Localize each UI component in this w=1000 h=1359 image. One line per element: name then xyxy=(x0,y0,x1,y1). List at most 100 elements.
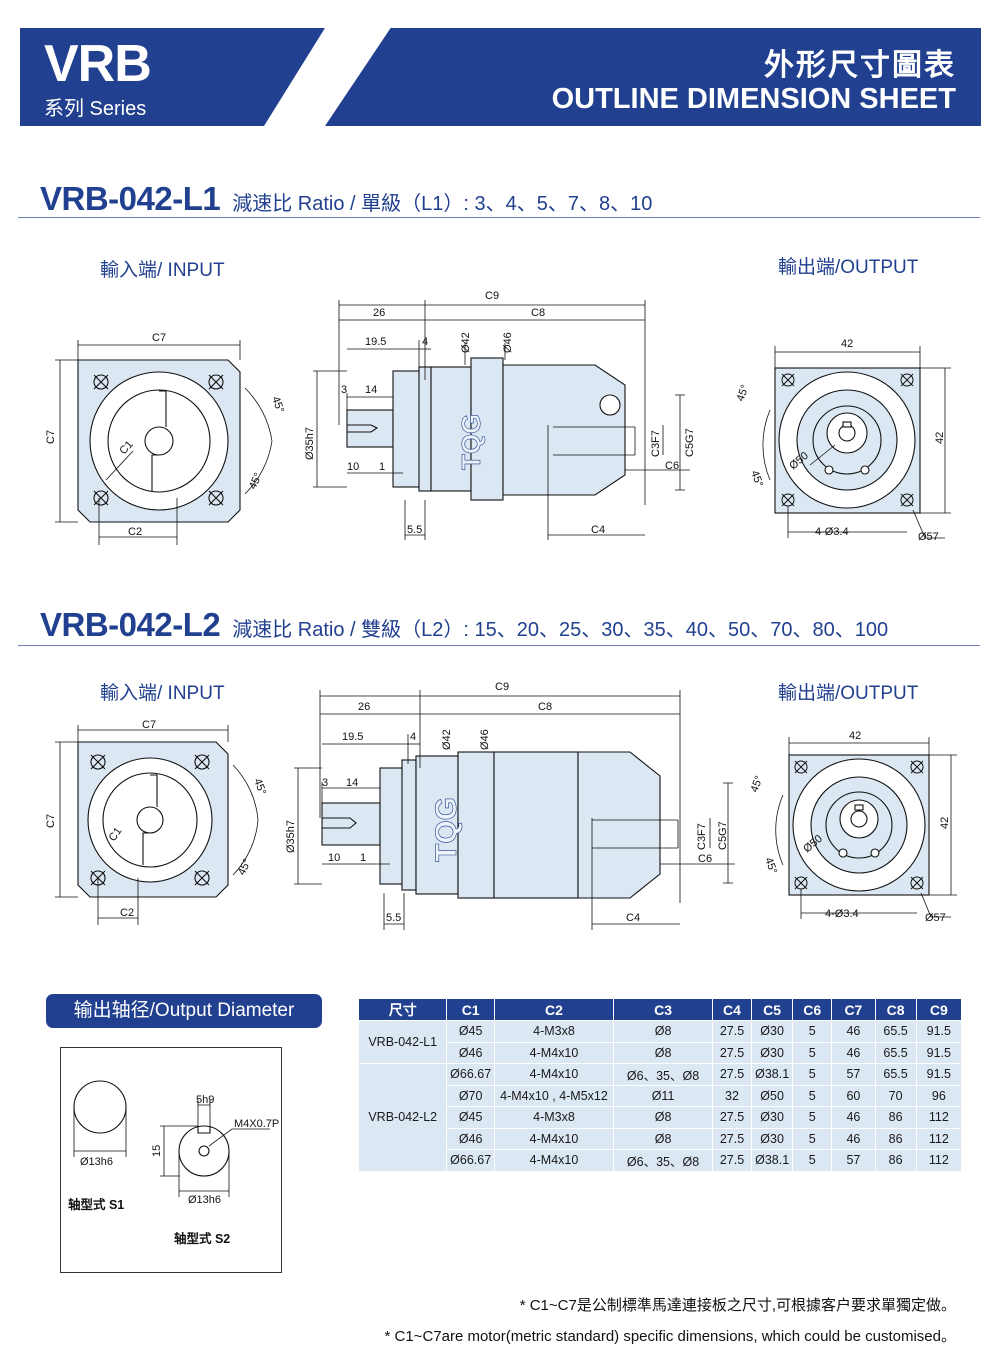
table-cell: Ø30 xyxy=(751,1106,794,1129)
section-divider xyxy=(18,217,980,218)
dim-phi57: Ø57 xyxy=(918,531,939,543)
table-cell: Ø30 xyxy=(751,1041,794,1064)
dim-4-holes: 4-Ø3.4 xyxy=(815,526,849,538)
table-cell: 57 xyxy=(831,1063,876,1086)
s2-height: 15 xyxy=(151,1145,163,1157)
table-cell: Ø38.1 xyxy=(751,1149,794,1172)
table-cell: Ø8 xyxy=(613,1106,713,1129)
dim-phi46: Ø46 xyxy=(502,332,514,353)
dim-19-5: 19.5 xyxy=(365,336,386,348)
output-view-label: 輸出端/OUTPUT xyxy=(778,683,919,704)
dim-phi57: Ø57 xyxy=(925,912,946,924)
header-cell: C7 xyxy=(831,998,876,1021)
table-cell: 65.5 xyxy=(874,1020,917,1043)
dim-angle-45-top: 45° xyxy=(251,777,268,797)
table-row: VRB-042-L2 Ø66.67 4-M4x10 Ø6、35、Ø8 27.5 … xyxy=(357,1063,963,1172)
dim-4-holes: 4-Ø3.4 xyxy=(825,908,859,920)
series-subtitle: 系列 Series xyxy=(44,98,147,120)
s2-thread: M4X0.7P xyxy=(234,1118,279,1130)
s1-diameter: Ø13h6 xyxy=(80,1156,113,1168)
table-cell: 5 xyxy=(792,1084,833,1107)
dim-c3f7: C3F7 xyxy=(650,430,662,457)
dim-angle-45-bottom: 45° xyxy=(247,471,265,491)
s2-diameter: Ø13h6 xyxy=(188,1194,221,1206)
dim-14: 14 xyxy=(346,777,358,789)
output-view-label: 輸出端/OUTPUT xyxy=(778,257,919,278)
dim-5-5: 5.5 xyxy=(386,912,401,924)
table-cell: 4-M4x10 xyxy=(493,1149,615,1172)
table-cell: 96 xyxy=(915,1084,963,1107)
s2-key-width: 5h9 xyxy=(196,1094,214,1106)
table-cell: 27.5 xyxy=(711,1127,753,1150)
dim-c5g7: C5G7 xyxy=(684,428,695,457)
table-cell: Ø6、35、Ø8 xyxy=(613,1149,713,1172)
table-cell: 4-M4x10 xyxy=(493,1041,615,1064)
header-cell: C4 xyxy=(711,998,753,1021)
table-cell: 27.5 xyxy=(711,1063,753,1086)
dim-4: 4 xyxy=(422,336,428,348)
dim-phi46: Ø46 xyxy=(479,729,491,750)
dim-10: 10 xyxy=(347,461,359,473)
section-divider xyxy=(18,645,980,646)
table-cell: Ø50 xyxy=(751,1084,794,1107)
dim-c6: C6 xyxy=(698,853,712,865)
table-cell: Ø70 xyxy=(446,1084,495,1107)
footnote-cn: * C1~C7是公制標準馬達連接板之尺寸,可根據客户要求單獨定做。 xyxy=(519,1297,956,1314)
table-cell: 91.5 xyxy=(915,1063,963,1086)
header-right-banner xyxy=(325,28,981,126)
dim-26: 26 xyxy=(358,701,370,713)
header-cell: C6 xyxy=(792,998,833,1021)
table-cell: Ø38.1 xyxy=(751,1063,794,1086)
dim-c2: C2 xyxy=(128,526,142,538)
dim-42-side: 42 xyxy=(939,817,951,829)
dim-phi42: Ø42 xyxy=(441,729,453,750)
sheet-title-cn: 外形尺寸圖表 xyxy=(764,49,956,82)
table-cell: 46 xyxy=(831,1127,876,1150)
table-row: Ø45 4-M3x8 Ø8 27.5 Ø30 5 46 86 112 xyxy=(359,1106,963,1129)
table-cell: Ø66.67 xyxy=(446,1063,495,1086)
table-row: Ø66.67 4-M4x10 Ø6、35、Ø8 27.5 Ø38.1 5 57 … xyxy=(359,1149,963,1172)
dim-c5g7: C5G7 xyxy=(717,821,729,850)
table-cell: 65.5 xyxy=(874,1041,917,1064)
table-cell: 5 xyxy=(792,1020,833,1043)
dim-angle-45-top: 45° xyxy=(749,774,766,794)
table-cell: Ø8 xyxy=(613,1020,713,1043)
table-cell: Ø30 xyxy=(751,1127,794,1150)
table-cell: 46 xyxy=(831,1041,876,1064)
table-cell: Ø8 xyxy=(613,1127,713,1150)
dim-5-5: 5.5 xyxy=(407,524,422,536)
section-model: VRB-042-L2 xyxy=(40,606,221,643)
dim-14: 14 xyxy=(365,384,377,396)
table-row: VRB-042-L1 Ø45 4-M3x8 Ø8 27.5 Ø30 5 46 6… xyxy=(357,1020,963,1064)
table-cell: 112 xyxy=(915,1127,963,1150)
dim-1: 1 xyxy=(360,852,366,864)
dim-angle-45-top: 45° xyxy=(735,383,752,403)
dim-1: 1 xyxy=(379,461,385,473)
input-view-label: 輸入端/ INPUT xyxy=(100,260,225,281)
dim-phi42: Ø42 xyxy=(460,332,472,353)
dim-42-side: 42 xyxy=(934,432,946,444)
dim-c7-vertical: C7 xyxy=(45,814,57,828)
dim-c8: C8 xyxy=(538,701,552,713)
input-flange-drawing-l1: C7 C7 C2 C1 45° 45° xyxy=(45,332,286,545)
table-cell: Ø11 xyxy=(613,1084,713,1107)
dim-angle-45-bottom: 45° xyxy=(748,469,765,489)
table-cell: 46 xyxy=(831,1020,876,1043)
dim-3: 3 xyxy=(341,384,347,396)
table-cell: Ø66.67 xyxy=(446,1149,495,1172)
shaft-types-box xyxy=(60,1047,282,1273)
table-row: Ø46 4-M4x10 Ø8 27.5 Ø30 5 46 86 112 xyxy=(359,1127,963,1150)
table-cell: 86 xyxy=(874,1106,917,1129)
dim-c7: C7 xyxy=(152,332,166,344)
table-row: Ø46 4-M4x10 Ø8 27.5 Ø30 5 46 65.5 91.5 xyxy=(359,1041,963,1064)
s1-label: 轴型式 S1 xyxy=(68,1197,124,1212)
header-cell: C2 xyxy=(493,998,615,1021)
table-row: Ø70 4-M4x10 , 4-M5x12 Ø11 32 Ø50 5 60 70… xyxy=(359,1084,963,1107)
dim-c3f7: C3F7 xyxy=(696,823,708,850)
table-cell: Ø46 xyxy=(446,1041,495,1064)
header-left-banner xyxy=(20,28,325,126)
dim-26: 26 xyxy=(373,307,385,319)
dim-3: 3 xyxy=(322,777,328,789)
side-view-drawing-l2: C9 26 C8 19.5 4 Ø42 Ø46 3 14 Ø35h7 10 1 … xyxy=(285,681,735,930)
table-cell: 27.5 xyxy=(711,1041,753,1064)
